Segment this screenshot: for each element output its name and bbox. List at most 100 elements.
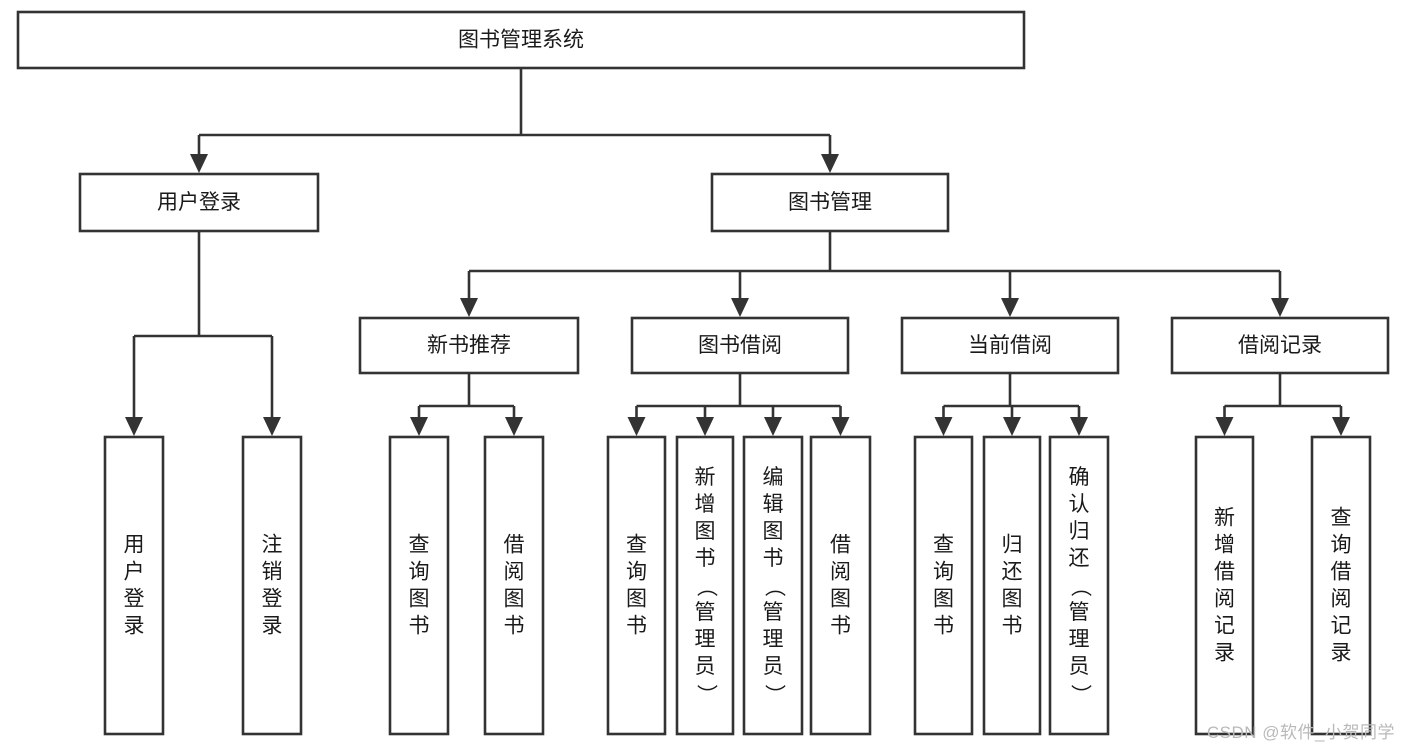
node-box[interactable] [900, 316, 1120, 375]
node-new-book-rec[interactable]: 新书推荐 [358, 316, 580, 375]
arrow-head-icon [1332, 417, 1350, 436]
node-box[interactable] [103, 435, 165, 736]
node-label-char: 管 [763, 601, 784, 624]
node-box[interactable] [1048, 435, 1110, 736]
node-label-char: 书 [504, 615, 525, 638]
node-label-char: 记 [1331, 615, 1352, 638]
node-borrow-record[interactable]: 借阅记录 [1170, 316, 1390, 375]
node-label-char: 借 [830, 534, 851, 557]
node-label: 当前借阅 [968, 334, 1052, 357]
node-box[interactable] [742, 435, 804, 736]
node-leaf-user-login[interactable]: 用户登录 [103, 435, 165, 736]
arrow-head-icon [1003, 417, 1021, 436]
node-label-char: 归 [1002, 534, 1023, 557]
node-root[interactable]: 图书管理系统 [16, 10, 1026, 70]
node-box[interactable] [675, 435, 735, 736]
node-label-char: 询 [626, 561, 647, 584]
node-label-char: 员 [1069, 655, 1090, 678]
node-label-char: 录 [262, 615, 283, 638]
node-label-char: （ [1068, 576, 1091, 597]
node-label-char: 书 [1002, 615, 1023, 638]
node-label: 新书推荐 [427, 334, 511, 357]
node-label-char: 理 [1069, 628, 1090, 651]
node-label-char: 编 [763, 466, 784, 489]
node-label-char: 借 [1214, 561, 1235, 584]
node-label-char: 户 [124, 561, 145, 584]
node-label-char: 图 [626, 588, 647, 611]
node-book-manage[interactable]: 图书管理 [710, 172, 950, 233]
node-box[interactable] [710, 172, 950, 233]
node-label-char: 理 [763, 628, 784, 651]
node-label-char: 员 [695, 655, 716, 678]
node-box[interactable] [358, 316, 580, 375]
connector-group-borrow-record [1215, 373, 1350, 436]
node-label-char: 销 [262, 561, 283, 584]
node-box[interactable] [809, 435, 872, 736]
nodes-layer: 图书管理系统用户登录图书管理新书推荐图书借阅当前借阅借阅记录用户登录注销登录查询… [16, 10, 1390, 736]
node-label-char: 图 [409, 588, 430, 611]
node-label-char: 增 [1214, 534, 1235, 557]
node-label-char: 图 [504, 588, 525, 611]
connector-group-book-manage [460, 231, 1289, 317]
node-label-char: 管 [695, 601, 716, 624]
node-label-char: 管 [1069, 601, 1090, 624]
node-label-char: ） [762, 684, 785, 705]
node-label-char: 借 [504, 534, 525, 557]
node-box[interactable] [78, 172, 320, 233]
node-label-char: 查 [626, 534, 647, 557]
node-box[interactable] [1170, 316, 1390, 375]
connector-group-new-book-rec [410, 373, 523, 436]
node-current-borrow[interactable]: 当前借阅 [900, 316, 1120, 375]
node-box[interactable] [913, 435, 974, 736]
node-label-char: 归 [1069, 520, 1090, 543]
node-box[interactable] [16, 10, 1026, 70]
node-label-char: 查 [1331, 507, 1352, 530]
node-label-char: 新 [695, 466, 716, 489]
node-label-char: 记 [1214, 615, 1235, 638]
node-label-char: 认 [1069, 493, 1090, 516]
node-box[interactable] [1194, 435, 1255, 736]
node-label: 用户登录 [157, 191, 241, 214]
node-box[interactable] [982, 435, 1042, 736]
node-label: 图书管理 [788, 191, 872, 214]
node-box[interactable] [630, 316, 850, 375]
node-box[interactable] [241, 435, 303, 736]
node-label-char: 查 [409, 534, 430, 557]
node-label-char: 图 [933, 588, 954, 611]
node-box[interactable] [388, 435, 450, 736]
node-label-char: 录 [1331, 642, 1352, 665]
node-label-char: 询 [409, 561, 430, 584]
node-box[interactable] [606, 435, 667, 736]
node-label-char: 阅 [830, 561, 851, 584]
node-book-borrow[interactable]: 图书借阅 [630, 316, 850, 375]
node-label-char: 录 [124, 615, 145, 638]
node-label-char: 确 [1069, 466, 1090, 489]
node-label-char: 查 [933, 534, 954, 557]
node-box[interactable] [483, 435, 545, 736]
arrow-head-icon [821, 154, 839, 173]
arrow-head-icon [1001, 298, 1019, 317]
node-box[interactable] [1310, 435, 1372, 736]
node-user-login[interactable]: 用户登录 [78, 172, 320, 233]
node-label-char: 询 [933, 561, 954, 584]
node-label: 图书借阅 [698, 334, 782, 357]
node-label-char: 书 [763, 547, 784, 570]
node-label-char: 书 [626, 615, 647, 638]
node-label-char: 询 [1331, 534, 1352, 557]
node-label-char: 录 [1214, 642, 1235, 665]
arrow-head-icon [696, 417, 714, 436]
